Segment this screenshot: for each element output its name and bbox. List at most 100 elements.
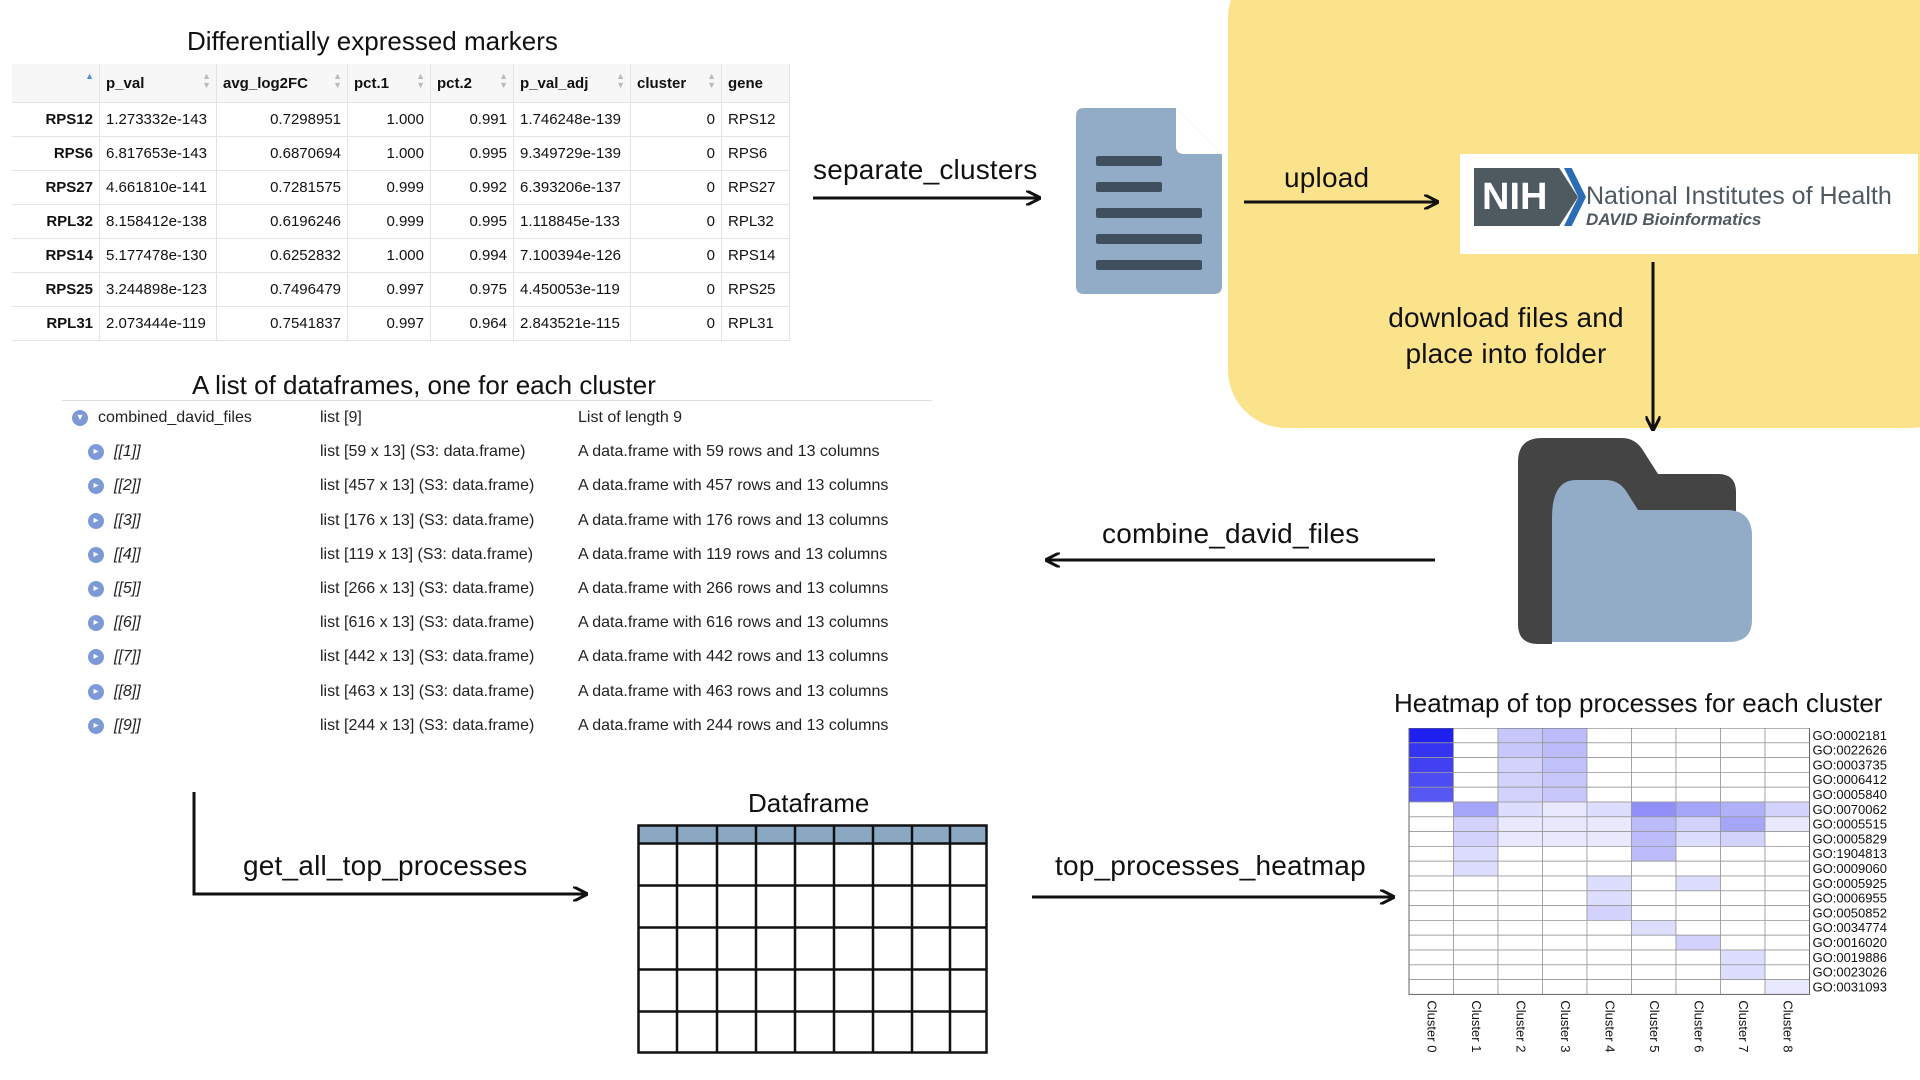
tree-item-value: A data.frame with 616 rows and 13 column…	[578, 614, 889, 632]
heatmap-cell	[1631, 772, 1677, 788]
table-cell: 0	[630, 238, 722, 273]
table-cell: 0	[630, 272, 722, 307]
tree-item-name: [[6]]	[114, 614, 141, 632]
heatmap-cell	[1675, 728, 1721, 744]
col-header[interactable]: cluster▲▼	[630, 64, 722, 103]
table-cell: 4.450053e-119	[513, 272, 631, 307]
row-name-cell: RPS14	[12, 238, 100, 273]
heatmap-cell	[1675, 875, 1721, 892]
heatmap-cell	[1586, 875, 1632, 892]
heatmap-cell	[1586, 860, 1632, 877]
heatmap-row-label: GO:0070062	[1813, 802, 1887, 817]
sort-icon: ▲▼	[616, 71, 625, 90]
tree-item-value: A data.frame with 442 rows and 13 column…	[578, 648, 889, 666]
collapse-icon[interactable]: ▾	[72, 410, 88, 426]
heatmap-col-label: Cluster 8	[1780, 1000, 1795, 1052]
expand-icon[interactable]: ▸	[88, 546, 104, 563]
tree-item-row[interactable]: ▸[[5]]list [266 x 13] (S3: data.frame)A …	[62, 572, 932, 606]
tree-item-row[interactable]: ▸[[9]]list [244 x 13] (S3: data.frame)A …	[62, 709, 932, 743]
heatmap-cell	[1764, 919, 1810, 936]
table-cell: 6.817653e-143	[99, 136, 217, 171]
expand-icon[interactable]: ▸	[88, 512, 104, 529]
col-header[interactable]: p_val▲▼	[99, 64, 217, 103]
tree-item-row[interactable]: ▸[[4]]list [119 x 13] (S3: data.frame)A …	[62, 538, 932, 572]
expand-icon[interactable]: ▸	[88, 649, 104, 666]
heatmap-row-label: GO:0006412	[1813, 772, 1887, 787]
folder-icon	[1518, 438, 1752, 644]
nih-name: National Institutes of Health	[1586, 182, 1892, 210]
table-cell: 1.000	[347, 102, 431, 137]
table-cell: 0.995	[430, 204, 514, 239]
tree-item-row[interactable]: ▸[[3]]list [176 x 13] (S3: data.frame)A …	[62, 504, 932, 538]
heatmap-row-label: GO:0005925	[1813, 876, 1887, 891]
table-cell: RPS27	[721, 170, 790, 205]
heatmap-cell	[1408, 831, 1454, 847]
tree-item-type: list [9]	[320, 409, 362, 426]
heatmap-row-label: GO:0023026	[1813, 965, 1887, 980]
heatmap-row-label: GO:0005515	[1813, 817, 1887, 832]
table-cell: 0.994	[430, 238, 514, 273]
table-cell: 4.661810e-141	[99, 170, 217, 205]
table-cell: 0.7298951	[216, 102, 348, 137]
expand-icon[interactable]: ▸	[88, 615, 104, 632]
expand-icon[interactable]: ▸	[88, 717, 104, 734]
table-cell: 1.000	[347, 238, 431, 273]
tree-item-row[interactable]: ▸[[7]]list [442 x 13] (S3: data.frame)A …	[62, 640, 932, 674]
col-header-label: pct.2	[437, 74, 473, 92]
nih-david-logo[interactable]: NIH National Institutes of Health DAVID …	[1460, 154, 1918, 254]
tree-item-row[interactable]: ▸[[1]]list [59 x 13] (S3: data.frame)A d…	[62, 435, 932, 469]
heatmap-col-label: Cluster 2	[1513, 1000, 1528, 1052]
heatmap-cell	[1497, 772, 1543, 788]
col-header[interactable]: avg_log2FC▲▼	[216, 64, 348, 103]
tree-item-name: combined_david_files	[98, 409, 252, 426]
table-cell: 1.118845e-133	[513, 204, 631, 239]
table-cell: 0	[630, 170, 722, 205]
col-header[interactable]: p_val_adj▲▼	[513, 64, 631, 103]
tree-item-row[interactable]: ▸[[2]]list [457 x 13] (S3: data.frame)A …	[62, 469, 932, 503]
heatmap-cell	[1453, 786, 1499, 803]
heatmap-cell	[1497, 860, 1543, 877]
expand-icon[interactable]: ▸	[88, 478, 104, 495]
heatmap-cell	[1408, 934, 1454, 951]
heatmap-cell	[1586, 831, 1632, 847]
heatmap-cell	[1497, 949, 1543, 966]
heatmap-cell	[1631, 816, 1677, 833]
col-header[interactable]: pct.1▲▼	[347, 64, 431, 103]
table-cell: 0.6252832	[216, 238, 348, 273]
table-cell: RPS14	[721, 238, 790, 273]
heatmap-cell	[1720, 979, 1766, 995]
col-header[interactable]: pct.2▲▼	[430, 64, 514, 103]
heatmap-cell	[1408, 905, 1454, 921]
heatmap-col-label: Cluster 5	[1647, 1000, 1662, 1052]
heatmap-cell	[1586, 905, 1632, 921]
tree-item-type: list [457 x 13] (S3: data.frame)	[320, 477, 535, 495]
rowname-header[interactable]: ▲	[12, 64, 100, 103]
expand-icon[interactable]: ▸	[88, 683, 104, 700]
heatmap-cell	[1408, 949, 1454, 966]
table-cell: RPL32	[721, 204, 790, 239]
table-cell: 0.975	[430, 272, 514, 307]
heatmap-cell	[1586, 816, 1632, 833]
heatmap-cell	[1497, 964, 1543, 981]
table-cell: RPS12	[721, 102, 790, 137]
expand-icon[interactable]: ▸	[88, 444, 104, 461]
heatmap-cell	[1586, 934, 1632, 951]
heatmap-cell	[1675, 890, 1721, 907]
tree-item-type: list [463 x 13] (S3: data.frame)	[320, 682, 535, 700]
heatmap-cell	[1675, 860, 1721, 877]
expand-icon[interactable]: ▸	[88, 580, 104, 597]
table-cell: 7.100394e-126	[513, 238, 631, 273]
heatmap-title: Heatmap of top processes for each cluste…	[1394, 688, 1883, 718]
heatmap-cell	[1631, 875, 1677, 892]
heatmap-col-label: Cluster 6	[1691, 1000, 1706, 1052]
heatmap-cell	[1453, 757, 1499, 773]
tree-item-row[interactable]: ▸[[6]]list [616 x 13] (S3: data.frame)A …	[62, 606, 932, 640]
heatmap-col-label: Cluster 1	[1469, 1000, 1484, 1052]
heatmap-cell	[1764, 742, 1810, 759]
tree-item-row[interactable]: ▸[[8]]list [463 x 13] (S3: data.frame)A …	[62, 675, 932, 709]
col-header[interactable]: gene	[721, 64, 790, 103]
heatmap-cell	[1542, 772, 1588, 788]
